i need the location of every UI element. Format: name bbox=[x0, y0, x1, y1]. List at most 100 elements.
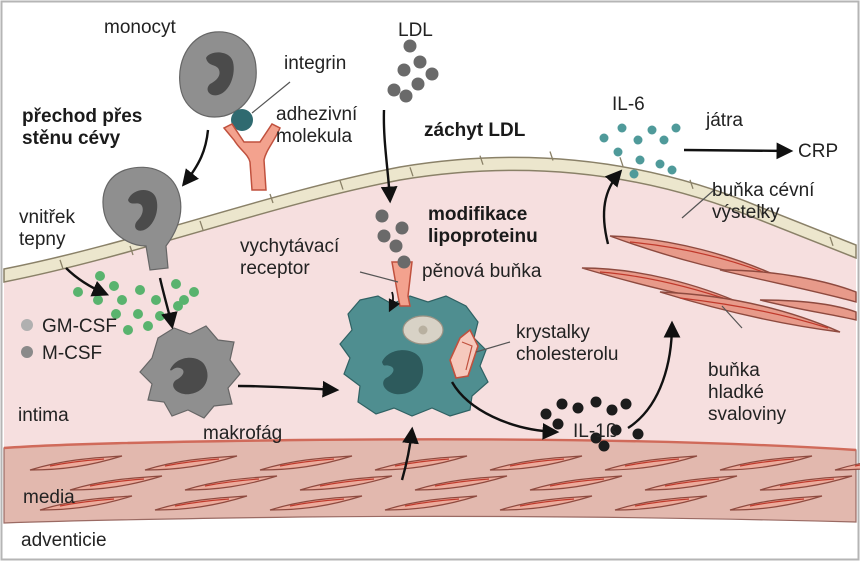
il1b-particle bbox=[572, 402, 584, 414]
gm-csf-particles-icon bbox=[73, 271, 199, 335]
modified-ldl-particle bbox=[395, 221, 409, 235]
modified-ldl-particles-icon bbox=[375, 209, 411, 269]
il1b-particle bbox=[606, 404, 618, 416]
il6-particle bbox=[667, 165, 677, 175]
gm-csf-particle bbox=[123, 325, 133, 335]
label-prechod-pres-stenu-cevy: přechod přes stěnu cévy bbox=[22, 106, 143, 149]
gm-csf-particle bbox=[111, 309, 121, 319]
il1b-particle bbox=[590, 396, 602, 408]
ldl-particle bbox=[387, 83, 401, 97]
modified-ldl-particle bbox=[377, 229, 391, 243]
ldl-particle bbox=[425, 67, 439, 81]
arrow-to-il6 bbox=[602, 169, 623, 245]
elastic-lamina bbox=[3, 438, 857, 452]
il6-particle bbox=[617, 123, 627, 133]
arrow-ldl-capture bbox=[380, 109, 398, 204]
intima-smooth-muscle-cells bbox=[581, 235, 857, 333]
gm-csf-particle bbox=[171, 279, 181, 289]
modified-ldl-particle bbox=[397, 255, 411, 269]
adhesion-molecule-icon bbox=[222, 123, 281, 191]
il6-particle bbox=[629, 169, 639, 179]
gm-csf-particle bbox=[173, 301, 183, 311]
integrin-dot-icon bbox=[231, 109, 253, 131]
il6-particle bbox=[633, 135, 643, 145]
macrophage-cell-icon bbox=[139, 325, 241, 419]
foam-cell-icon bbox=[339, 295, 489, 417]
monocyte-cell-icon bbox=[179, 31, 257, 118]
transmigrating-monocyte-icon bbox=[102, 166, 182, 271]
m-csf-legend-dot bbox=[21, 346, 33, 358]
label-bunka-cevni-vystelky: buňka cévní výstelky bbox=[712, 180, 815, 223]
gm-csf-particle bbox=[95, 271, 105, 281]
ldl-particles-icon bbox=[387, 39, 439, 103]
label-adhezivni-molekula: adhezivní molekula bbox=[276, 104, 358, 147]
modified-ldl-particle bbox=[375, 209, 389, 223]
arrow-media-to-foam bbox=[400, 426, 419, 481]
arrow-jatra-to-crp bbox=[683, 142, 794, 160]
label-gm-csf: GM-CSF bbox=[42, 316, 117, 337]
label-integrin: integrin bbox=[284, 53, 347, 74]
gm-csf-particle bbox=[93, 295, 103, 305]
gm-csf-legend-dot bbox=[21, 319, 33, 331]
arrow-vnitrek-tepny bbox=[65, 267, 110, 297]
label-m-csf: M-CSF bbox=[42, 343, 103, 364]
label-vychytavaci-receptor: vychytávací receptor bbox=[240, 236, 340, 279]
label-il1b: IL-1ß bbox=[573, 421, 618, 442]
cholesterol-crystal-icon bbox=[449, 328, 479, 379]
smooth-muscle-pointer bbox=[721, 305, 743, 329]
label-intima: intima bbox=[18, 405, 69, 426]
gm-csf-particle bbox=[109, 281, 119, 291]
gm-csf-particle bbox=[151, 295, 161, 305]
il6-particle bbox=[599, 133, 609, 143]
il6-particle bbox=[671, 123, 681, 133]
arrow-il1b-to-muscle bbox=[627, 320, 681, 430]
ldl-particle bbox=[411, 77, 425, 91]
il1b-particle bbox=[556, 398, 568, 410]
il1b-particle bbox=[590, 432, 602, 444]
il1b-particle bbox=[598, 440, 610, 452]
il6-particle bbox=[613, 147, 623, 157]
arrow-macrophage-to-foam bbox=[237, 380, 340, 398]
il1b-particle bbox=[552, 418, 564, 430]
il1b-particle bbox=[610, 424, 622, 436]
label-modifikace-lipoproteinu: modifikace lipoproteinu bbox=[428, 204, 538, 247]
media-smooth-muscle-cells bbox=[29, 455, 860, 511]
integrin-pointer bbox=[251, 81, 291, 114]
endothelium-layer bbox=[3, 151, 857, 283]
label-krystalky-cholesterolu: krystalky cholesterolu bbox=[516, 322, 619, 365]
il1b-particle bbox=[540, 408, 552, 420]
label-il6: IL-6 bbox=[612, 94, 645, 115]
label-jatra: játra bbox=[706, 110, 743, 131]
label-zachyt-ldl: záchyt LDL bbox=[424, 120, 526, 141]
media-smooth-muscle-cell bbox=[834, 462, 860, 471]
gm-csf-particle bbox=[143, 321, 153, 331]
il6-particle bbox=[655, 159, 665, 169]
il6-particle bbox=[647, 125, 657, 135]
il6-particles-icon bbox=[599, 123, 681, 179]
endothelium-pointer bbox=[681, 189, 715, 219]
process-arrows bbox=[65, 109, 794, 481]
ldl-particle bbox=[397, 63, 411, 77]
il1b-particle bbox=[632, 428, 644, 440]
arrow-to-macrophage bbox=[158, 277, 178, 330]
arrow-monocyte-to-wall bbox=[181, 129, 210, 187]
scavenger-receptor-icon bbox=[391, 261, 413, 307]
label-media: media bbox=[23, 487, 75, 508]
label-monocyt: monocyt bbox=[104, 17, 176, 38]
label-bunka-hladke-svaloviny: buňka hladké svaloviny bbox=[708, 360, 787, 425]
gm-csf-particle bbox=[189, 287, 199, 297]
arrow-foam-to-il1b bbox=[450, 381, 560, 440]
label-makrofag: makrofág bbox=[203, 423, 283, 444]
gm-csf-particle bbox=[155, 311, 165, 321]
crystal-pointer bbox=[475, 341, 511, 353]
modified-ldl-particle bbox=[389, 239, 403, 253]
ldl-particle bbox=[403, 39, 417, 53]
label-penova-bunka: pěnová buňka bbox=[422, 261, 542, 282]
il6-particle bbox=[659, 135, 669, 145]
receptor-pointer bbox=[359, 271, 399, 283]
label-vnitrek-tepny: vnitřek tepny bbox=[19, 207, 75, 250]
label-crp: CRP bbox=[798, 141, 839, 162]
gm-csf-particle bbox=[135, 285, 145, 295]
ldl-particle bbox=[413, 55, 427, 69]
